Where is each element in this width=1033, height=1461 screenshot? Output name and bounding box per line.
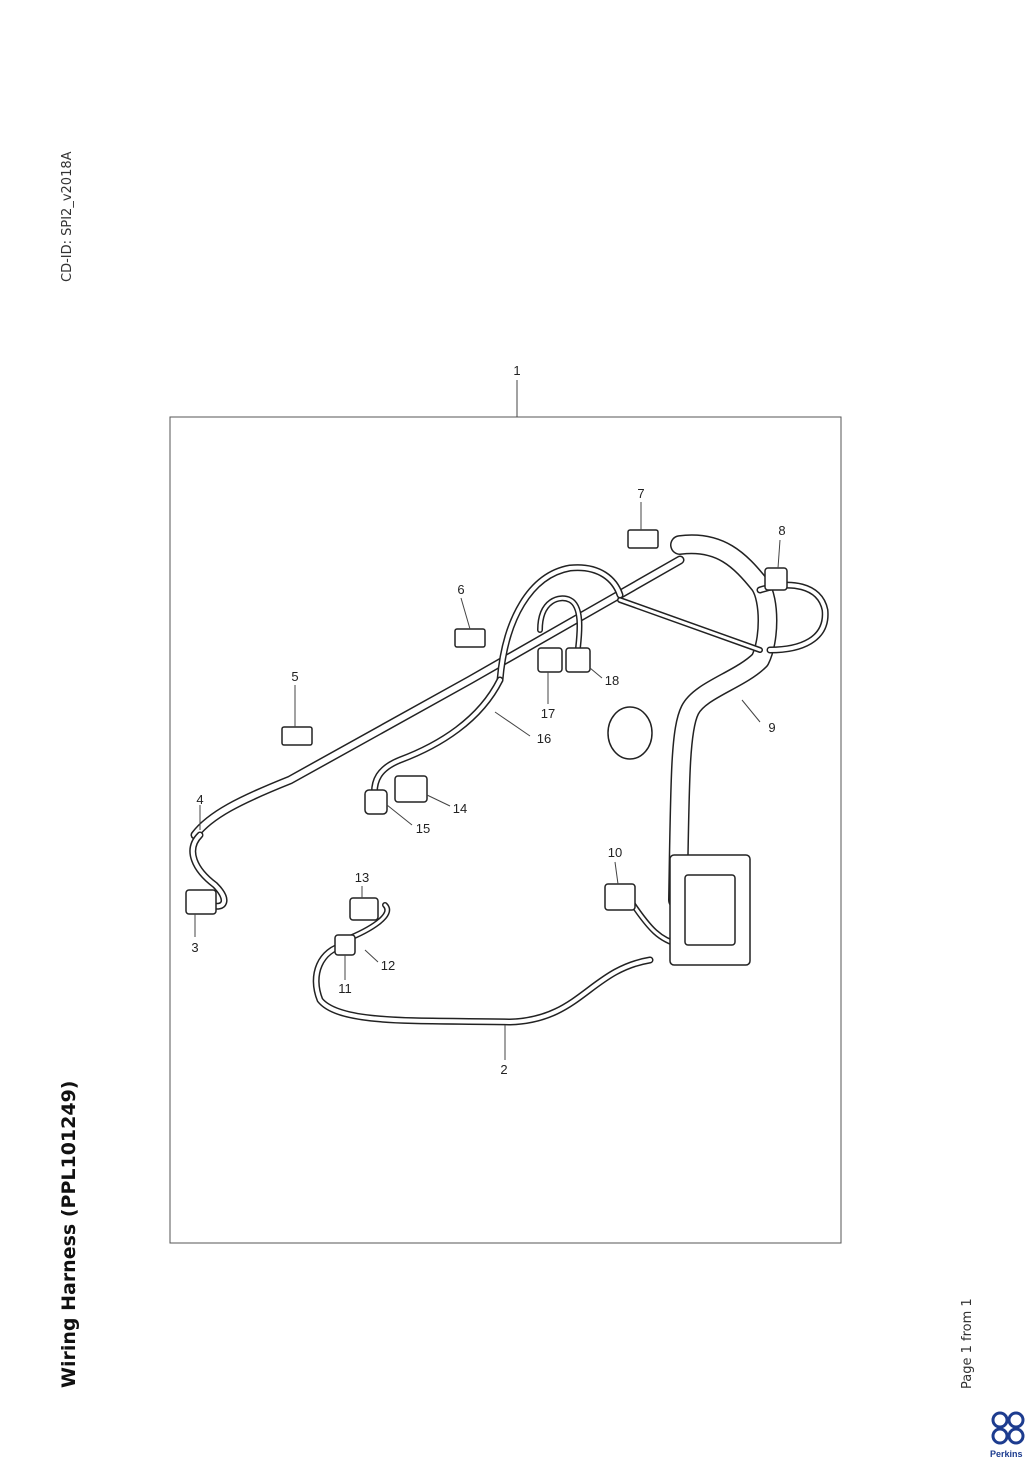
callout-13: 13	[355, 870, 369, 885]
connector-18	[565, 647, 591, 673]
connector-10	[604, 883, 636, 911]
callout-4: 4	[196, 792, 203, 807]
diagram-frame	[169, 416, 842, 1244]
sensor-cap	[607, 706, 653, 760]
callout-labels: 1 2 3 4 5 6 7 8 9 10 11 12 13 14 15 16 1…	[191, 363, 785, 1077]
main-trunk-fill	[192, 557, 683, 838]
callout-1: 1	[513, 363, 520, 378]
connectors	[185, 529, 788, 966]
callout-10: 10	[608, 845, 622, 860]
thick-hose-fill	[669, 535, 776, 909]
brand-name: Perkins	[990, 1449, 1023, 1459]
connector-14	[394, 775, 428, 803]
connector-13	[349, 897, 379, 921]
callout-15: 15	[416, 821, 430, 836]
callout-2: 2	[500, 1062, 507, 1077]
callout-9: 9	[768, 720, 775, 735]
connector-11	[334, 934, 356, 956]
callout-18: 18	[605, 673, 619, 688]
callout-14: 14	[453, 801, 467, 816]
leader-lines	[194, 502, 781, 1060]
callout-17: 17	[541, 706, 555, 721]
callout-12: 12	[381, 958, 395, 973]
callout-16: 16	[537, 731, 551, 746]
callout-7: 7	[637, 486, 644, 501]
callout-6: 6	[457, 582, 464, 597]
callout-11: 11	[338, 981, 352, 996]
connector-8	[764, 567, 788, 591]
connector-3	[185, 889, 217, 915]
callout-5: 5	[291, 669, 298, 684]
connector-5	[281, 726, 313, 746]
connector-7	[627, 529, 659, 549]
callout-3: 3	[191, 940, 198, 955]
connector-6	[454, 628, 486, 648]
perkins-logo-icon	[991, 1411, 1025, 1445]
connector-15	[364, 789, 388, 815]
callout-8: 8	[778, 523, 785, 538]
connector-17	[537, 647, 563, 673]
